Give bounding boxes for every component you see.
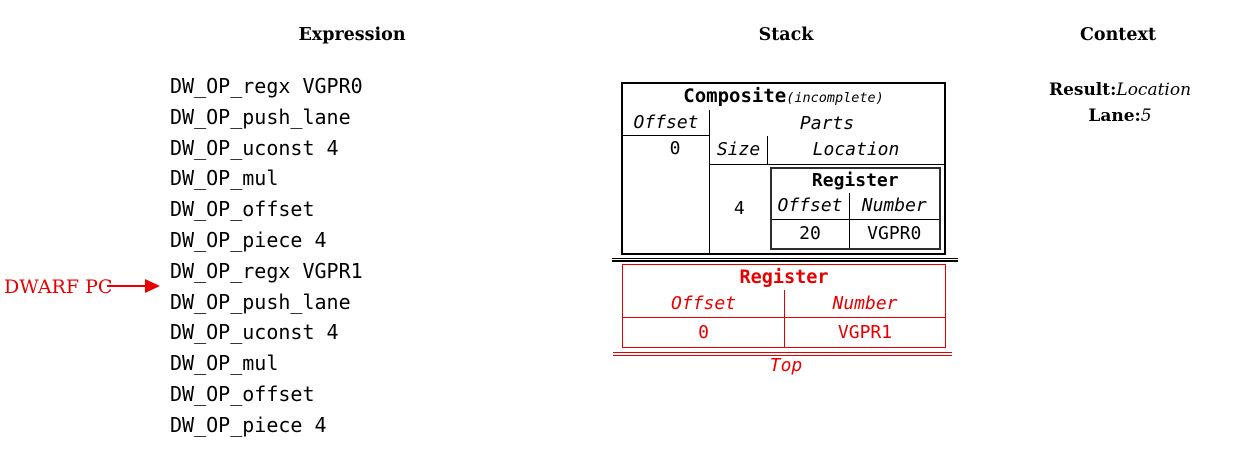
register-header-row: Offset Number — [623, 289, 945, 318]
expression-op: DW_OP_push_lane — [170, 289, 351, 314]
expression-op: DW_OP_uconst 4 — [170, 135, 339, 160]
register-offset-header: Offset — [623, 289, 785, 317]
stack-top-label: Top — [769, 355, 803, 376]
expression-op: DW_OP_piece 4 — [170, 227, 327, 252]
part-location-cell: Register Offset Number 20 VGPR0 — [769, 165, 945, 254]
composite-title: Composite(incomplete) — [623, 84, 944, 110]
expression-op-list: DW_OP_regx VGPR0 DW_OP_push_lane DW_OP_u… — [170, 71, 363, 441]
composite-offset-header: Offset — [623, 110, 709, 136]
composite-title-text: Composite — [683, 85, 787, 107]
stack-top-separator — [613, 354, 952, 356]
dwarf-pc-label: DWARF PC — [4, 276, 113, 298]
context-column-heading: Context — [1079, 25, 1157, 45]
expression-op: DW_OP_mul — [170, 166, 279, 191]
lane-label: Lane: — [1088, 106, 1141, 126]
part-size-header: Size — [710, 136, 768, 164]
expression-op: DW_OP_offset — [170, 381, 315, 406]
nested-register-number-header: Number — [861, 195, 927, 216]
expression-op: DW_OP_piece 4 — [170, 412, 327, 437]
register-value-row: 0 VGPR1 — [623, 317, 945, 347]
expression-op: DW_OP_push_lane — [170, 104, 351, 129]
context-result-line: Result:Location — [1000, 80, 1240, 100]
composite-offset-column: Offset 0 — [623, 110, 710, 253]
nested-register-number-value: VGPR0 — [867, 223, 922, 245]
nested-register-value-row: 20 VGPR0 — [772, 219, 940, 248]
result-label: Result: — [1048, 80, 1117, 100]
nested-register-offset-header: Offset — [772, 192, 850, 219]
nested-register-offset-value: 20 — [772, 219, 850, 248]
nested-register-header-row: Offset Number — [771, 192, 939, 220]
stack-entry-separator — [612, 257, 958, 260]
expression-column-heading: Expression — [298, 25, 406, 45]
composite-part-headers-row: Size Location — [710, 136, 944, 165]
composite-parts-column: Parts Size Location 4 Register Offset Nu… — [710, 110, 944, 253]
expression-op: DW_OP_regx VGPR1 — [170, 258, 363, 283]
stack-entry-composite: Composite(incomplete) Offset 0 Parts Siz… — [621, 82, 946, 255]
dwarf-pc-arrow-line — [107, 285, 147, 287]
composite-parts-header: Parts — [799, 112, 855, 134]
result-value: Location — [1116, 80, 1192, 100]
composite-incomplete-tag: (incomplete) — [786, 90, 884, 106]
expression-op: DW_OP_uconst 4 — [170, 320, 339, 345]
stack-entry-register: Register Offset Number 0 VGPR1 — [622, 263, 946, 348]
register-number-header: Number — [832, 292, 898, 314]
lane-value: 5 — [1140, 106, 1152, 126]
nested-register-table: Register Offset Number 20 VGPR0 — [769, 166, 941, 250]
register-offset-value: 0 — [623, 317, 785, 347]
composite-part-row: 4 Register Offset Number 20 VGPR0 — [710, 165, 944, 254]
stack-column-heading: Stack — [758, 25, 814, 45]
part-location-header: Location — [812, 139, 900, 161]
expression-op: DW_OP_mul — [170, 351, 279, 376]
composite-offset-value: 0 — [669, 138, 681, 159]
composite-body: Offset 0 Parts Size Location 4 Register … — [623, 110, 944, 253]
expression-op: DW_OP_regx VGPR0 — [170, 74, 363, 98]
stack-top-separator — [613, 352, 952, 354]
part-size-value: 4 — [733, 198, 745, 220]
context-lane-line: Lane:5 — [1000, 106, 1240, 126]
register-number-value: VGPR1 — [837, 321, 893, 343]
expression-op: DW_OP_offset — [170, 197, 315, 222]
stack-entry-separator — [612, 260, 958, 262]
register-title: Register — [739, 266, 829, 288]
nested-register-title: Register — [811, 170, 899, 191]
dwarf-pc-arrow-icon — [145, 279, 160, 293]
